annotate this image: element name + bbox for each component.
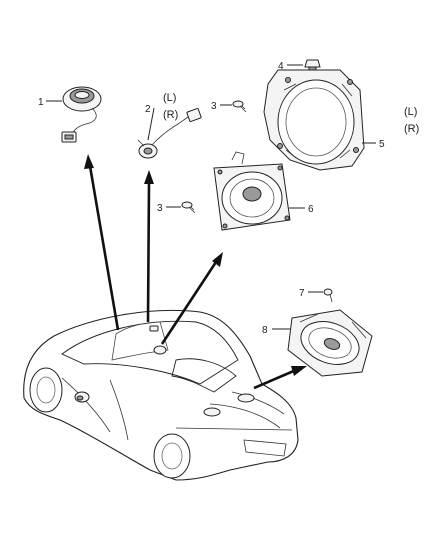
pointer-arrows (84, 154, 307, 390)
rear-shelf-speaker-part (287, 309, 373, 377)
arrow-to-door-speaker (160, 261, 218, 345)
side-label-left-far: (L) (404, 106, 417, 118)
arrow-to-harness (146, 181, 151, 323)
arrowhead-rear-speaker (291, 366, 307, 376)
callout-7: 7 (299, 288, 305, 299)
vehicle-body (23, 309, 299, 481)
callout-leader-2 (147, 107, 155, 141)
tweeter-speaker-part (61, 86, 102, 143)
side-label-right-top: (R) (163, 109, 178, 121)
callout-4: 4 (278, 61, 284, 72)
callout-1: 1 (38, 97, 44, 108)
callout-8: 8 (262, 325, 268, 336)
screw-upper-part (232, 100, 247, 113)
callout-5: 5 (379, 139, 385, 150)
callout-2: 2 (145, 104, 151, 115)
callout-3b: 3 (157, 203, 163, 214)
arrowhead-harness (144, 170, 154, 184)
arrowhead-tweeter (84, 154, 94, 169)
arrow-to-rear-speaker (253, 368, 297, 390)
speaker-adapter-bracket-part (263, 69, 365, 171)
arrowhead-door-speaker (212, 252, 223, 267)
callout-3a: 3 (211, 101, 217, 112)
door-speaker-part (213, 151, 291, 231)
arrow-to-tweeter (88, 165, 120, 331)
side-label-left-top: (L) (163, 92, 176, 104)
callout-6: 6 (308, 204, 314, 215)
screw-rear-part (323, 288, 333, 303)
wire-harness-part (137, 108, 202, 159)
side-label-right-far: (R) (404, 123, 419, 135)
screw-lower-part (181, 201, 196, 214)
